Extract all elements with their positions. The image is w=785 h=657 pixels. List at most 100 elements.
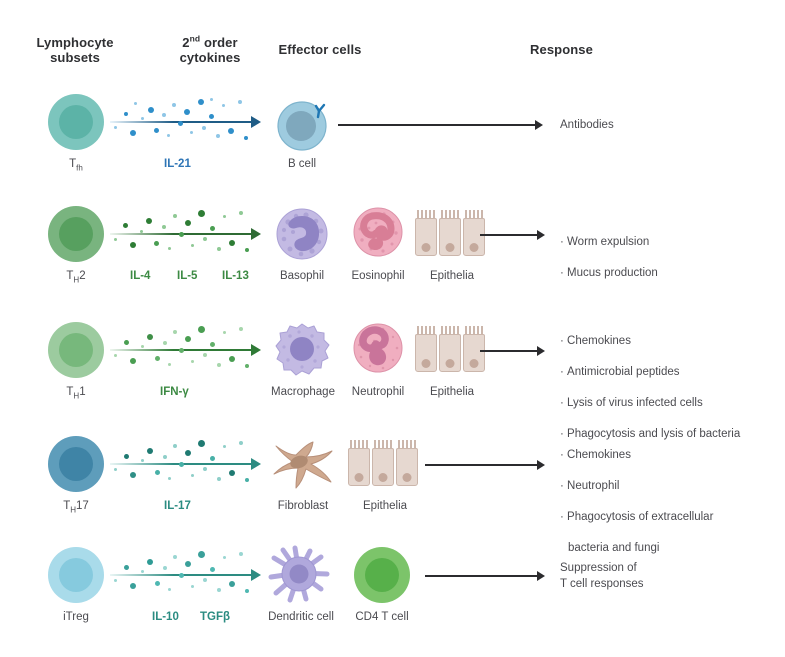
- cytokine-dot: [184, 109, 190, 115]
- bullet-text: Neutrophil: [567, 479, 620, 492]
- header-line1: Effector cells: [278, 42, 362, 57]
- cytokine-arrow-head: [251, 568, 261, 581]
- fibroblast-cell: [268, 438, 338, 495]
- response-arrow-line: [338, 124, 536, 126]
- response-bullet-item: · Phagocytosis of extracellular: [560, 510, 714, 523]
- cytokine-dot: [198, 440, 205, 447]
- response-bullet-continuation: bacteria and fungi: [560, 541, 785, 557]
- b-cell: [274, 94, 338, 157]
- cytokine-dot: [130, 472, 136, 478]
- th17-label-tail: 17: [76, 500, 89, 512]
- cytokine-dot: [203, 467, 207, 471]
- epithelial-nucleus: [378, 473, 388, 482]
- response-bullet-item: · Lysis of virus infected cells: [560, 396, 703, 409]
- epithelial-cell: [372, 448, 394, 486]
- cytokine-dot: [147, 448, 153, 454]
- tfh-cell: [48, 94, 104, 150]
- macrophage-label: Macrophage: [271, 386, 335, 398]
- response-arrow-head: [537, 571, 545, 582]
- cytokine-dot: [245, 478, 249, 482]
- tfh-label-sub: fh: [76, 163, 83, 173]
- cytokine-dot: [162, 225, 166, 229]
- cytokine-dot: [124, 340, 129, 345]
- cytokine-dot: [223, 445, 226, 448]
- response-bullet-item: · Phagocytosis and lysis of bacteria: [560, 427, 741, 440]
- cytokine-dot: [124, 565, 129, 570]
- epithelial-nucleus: [402, 473, 412, 482]
- il-17-cytokine-band: [110, 432, 261, 500]
- th17-cell: [48, 436, 104, 492]
- bullet-text: Chemokines: [567, 448, 631, 461]
- cytokine-dot: [223, 215, 226, 218]
- eosinophil-graphic: [353, 207, 403, 257]
- bullet-text: Mucus production: [567, 266, 658, 279]
- cytokine-dot: [191, 474, 194, 477]
- cytokine-dot: [168, 588, 171, 591]
- cytokine-dot: [209, 114, 214, 119]
- cytokine-dot: [114, 579, 117, 582]
- cytokine-dot: [210, 567, 215, 572]
- cytokine-dot: [148, 107, 154, 113]
- epithelial-nucleus: [445, 359, 455, 368]
- ifn-gamma-cytokine-band: [110, 318, 261, 386]
- antibody-receptor-icon: [314, 103, 326, 119]
- cytokine-dot: [155, 470, 160, 475]
- cytokine-dot: [168, 477, 171, 480]
- cytokine-dot: [229, 581, 235, 587]
- response-bullet-item: · Worm expulsion: [560, 235, 650, 248]
- row-tfh: Tfh: [0, 80, 785, 200]
- bullet-text: Worm expulsion: [567, 235, 650, 248]
- cytokine-dot: [191, 585, 194, 588]
- itreg-cytokine-band: [110, 543, 261, 611]
- epithelial-cell: [396, 448, 418, 486]
- eosinophil-label: Eosinophil: [351, 270, 405, 282]
- cd4-t-cell-label: CD4 T cell: [355, 611, 409, 623]
- epithelial-nucleus: [421, 359, 431, 368]
- th17-label-sub: H: [70, 505, 76, 515]
- cytokine-dot: [185, 450, 191, 456]
- cytokine-dot: [141, 570, 144, 573]
- cytokine-dot: [229, 240, 235, 246]
- cytokine-dot: [222, 104, 225, 107]
- cytokine-dot: [203, 578, 207, 582]
- cytokine-dot: [173, 555, 177, 559]
- cd4-t-cell: [354, 547, 410, 603]
- cytokine-dot: [228, 128, 234, 134]
- th1-label: TH1: [36, 386, 116, 400]
- response-arrow: [480, 346, 545, 357]
- cytokine-dot: [223, 331, 226, 334]
- cytokine-dot: [130, 130, 136, 136]
- cytokine-dot: [124, 454, 129, 459]
- cytokine-arrow-head: [251, 115, 261, 128]
- header-line1b: order: [200, 35, 238, 50]
- cytokine-dot: [173, 444, 177, 448]
- cytokine-dot: [198, 326, 205, 333]
- epithelial-cell: [415, 334, 437, 372]
- epithelia-cells: [415, 326, 489, 372]
- cytokine-dot: [154, 241, 159, 246]
- itreg-label: iTreg: [63, 611, 89, 623]
- cytokine-dot: [147, 334, 153, 340]
- basophil-cell: [272, 204, 332, 269]
- dendritic-cell-label: Dendritic cell: [268, 611, 334, 623]
- cytokine-dot: [239, 327, 243, 331]
- cytokine-dot: [190, 131, 193, 134]
- th2-label-tail: 2: [79, 270, 86, 282]
- response-arrow-line: [480, 234, 538, 236]
- row-th17: TH17 IL-17: [0, 422, 785, 554]
- cytokine-dot: [198, 210, 205, 217]
- epithelia-label: Epithelia: [362, 500, 408, 512]
- th17-label-main: T: [63, 500, 71, 512]
- response-arrow-head: [537, 230, 545, 241]
- cd4-t-cell-nucleus: [365, 558, 399, 592]
- response-text: · Chemokines · Antimicrobial peptides · …: [560, 318, 785, 458]
- header-response: Response: [530, 42, 670, 57]
- cytokine-dot: [130, 358, 136, 364]
- tgf-beta-label: TGFβ: [200, 611, 231, 623]
- cytokine-dot: [140, 230, 143, 233]
- response-bullet-item: · Antimicrobial peptides: [560, 365, 680, 378]
- response-text: Antibodies: [560, 119, 614, 131]
- header-line1: Response: [530, 42, 593, 57]
- header-line2: cytokines: [179, 50, 241, 65]
